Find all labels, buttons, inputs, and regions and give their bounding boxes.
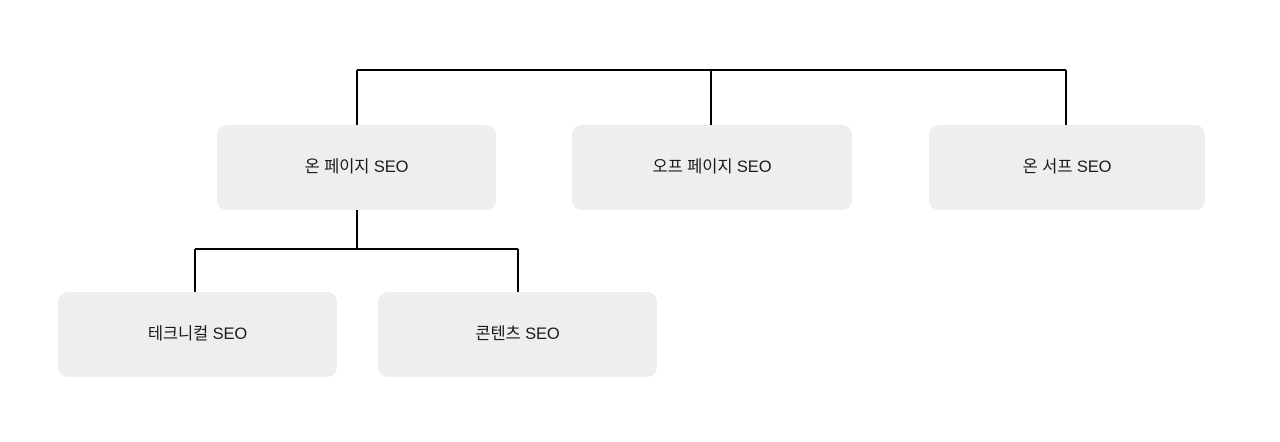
node-label-content-seo: 콘텐츠 SEO (475, 325, 560, 344)
node-label-on-surf-seo: 온 서프 SEO (1022, 158, 1112, 177)
node-label-technical-seo: 테크니컬 SEO (147, 325, 248, 344)
node-content-seo[interactable]: 콘텐츠 SEO (378, 292, 657, 377)
node-off-page-seo[interactable]: 오프 페이지 SEO (572, 125, 852, 210)
node-on-surf-seo[interactable]: 온 서프 SEO (929, 125, 1205, 210)
node-technical-seo[interactable]: 테크니컬 SEO (58, 292, 337, 377)
node-label-off-page-seo: 오프 페이지 SEO (652, 158, 772, 177)
node-on-page-seo[interactable]: 온 페이지 SEO (217, 125, 496, 210)
node-label-on-page-seo: 온 페이지 SEO (304, 158, 409, 177)
